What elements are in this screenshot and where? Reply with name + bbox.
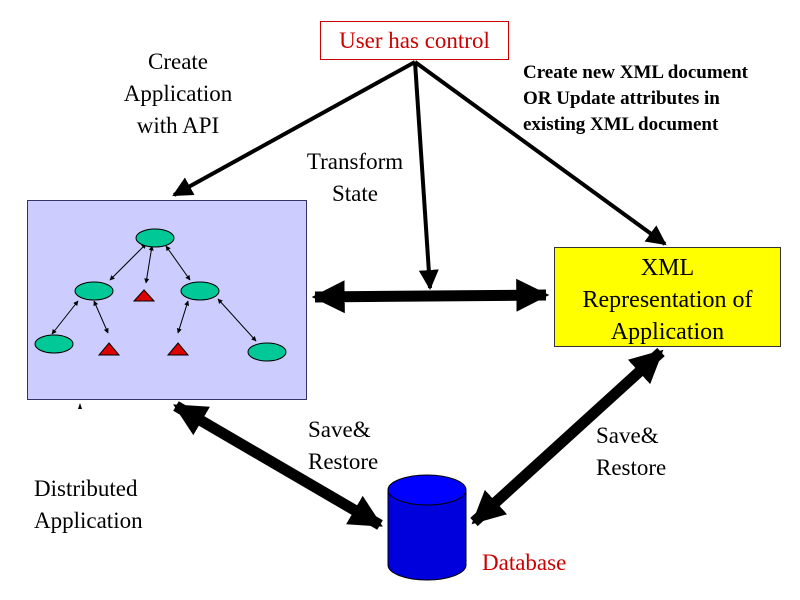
xml-box-line-2: Representation of [582, 287, 753, 313]
tree-triangle-2 [97, 342, 121, 356]
save-restore-right-line-2: Restore [596, 455, 667, 480]
save-restore-left-line-2: Restore [308, 449, 379, 474]
tree-node-leaf-right [247, 342, 287, 362]
database-label: Database [482, 550, 567, 575]
distributed-line-2: Application [34, 508, 143, 533]
tree-node-leaf-left [34, 334, 74, 354]
xml-note-line-1: Create new XML document [523, 62, 748, 83]
transform-state-line-1: Transform [306, 149, 404, 174]
tree-node-root [135, 228, 175, 248]
create-application-label: Create Application with API [112, 46, 244, 142]
tree-triangle-1 [132, 289, 156, 302]
transform-state-label: Transform State [292, 146, 418, 210]
save-restore-right-label: Save& Restore [596, 420, 666, 484]
xml-box-line-3: Application [610, 319, 725, 345]
database-cylinder-icon [387, 474, 467, 581]
xml-document-note: Create new XML document OR Update attrib… [523, 60, 748, 138]
user-control-label: User has control [339, 28, 490, 53]
create-application-line-1: Create [147, 49, 208, 74]
application-tree-diagram [34, 228, 287, 362]
arrow-user-to-transform [413, 61, 439, 290]
tree-node-right [180, 281, 220, 301]
arrow-xml-database-bidirectional [470, 347, 665, 527]
create-application-line-2: Application [123, 81, 233, 106]
arrow-app-database-bidirectional [173, 401, 383, 530]
xml-note-line-3: existing XML document [523, 114, 719, 135]
save-restore-left-line-1: Save& [308, 417, 371, 442]
small-tick-mark [78, 403, 82, 409]
xml-note-line-2: OR Update attributes in [523, 88, 720, 109]
distributed-application-label: Distributed Application [34, 473, 143, 537]
save-restore-right-line-1: Save& [596, 423, 659, 448]
distributed-line-1: Distributed [34, 476, 138, 501]
transform-state-line-2: State [332, 181, 378, 206]
xml-representation-box: XML Representation of Application [554, 247, 781, 347]
arrow-user-to-app [172, 60, 416, 197]
xml-box-line-1: XML [640, 255, 695, 281]
save-restore-left-label: Save& Restore [308, 414, 378, 478]
arrow-app-xml-bidirectional [311, 278, 550, 314]
create-application-line-3: with API [136, 113, 220, 138]
user-control-box: User has control [320, 21, 509, 60]
tree-triangle-3 [166, 342, 190, 356]
tree-node-left [74, 281, 114, 301]
application-panel [27, 200, 307, 400]
arrow-user-to-xml [413, 60, 667, 246]
